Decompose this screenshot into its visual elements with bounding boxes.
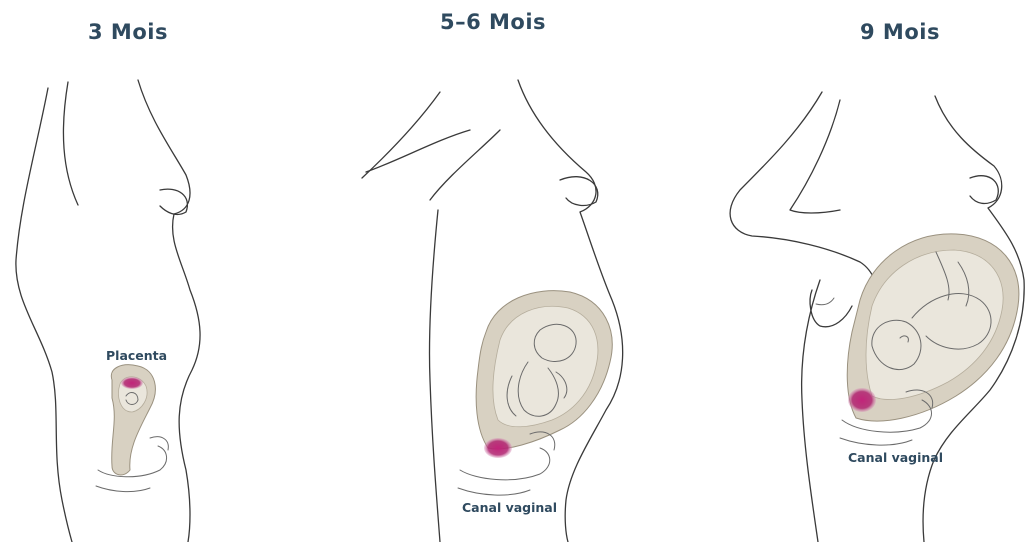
stage-title-3-months: 3 Mois	[88, 20, 168, 44]
figure-5-6-months	[362, 80, 623, 542]
placenta-label: Placenta	[106, 348, 167, 363]
figure-3-months	[16, 80, 200, 542]
vaginal-canal-shape	[848, 388, 876, 412]
canal-vaginal-label-9-months: Canal vaginal	[848, 450, 943, 465]
vaginal-canal-shape	[484, 438, 512, 458]
uterus-9-months	[847, 234, 1019, 421]
figure-9-months	[730, 92, 1024, 542]
stage-title-5-6-months: 5–6 Mois	[440, 10, 546, 34]
placenta-shape	[121, 377, 143, 389]
canal-vaginal-label-5-6-months: Canal vaginal	[462, 500, 557, 515]
stage-title-9-months: 9 Mois	[860, 20, 940, 44]
uterus-3-months	[111, 365, 155, 475]
uterus-5-6-months	[476, 291, 612, 458]
